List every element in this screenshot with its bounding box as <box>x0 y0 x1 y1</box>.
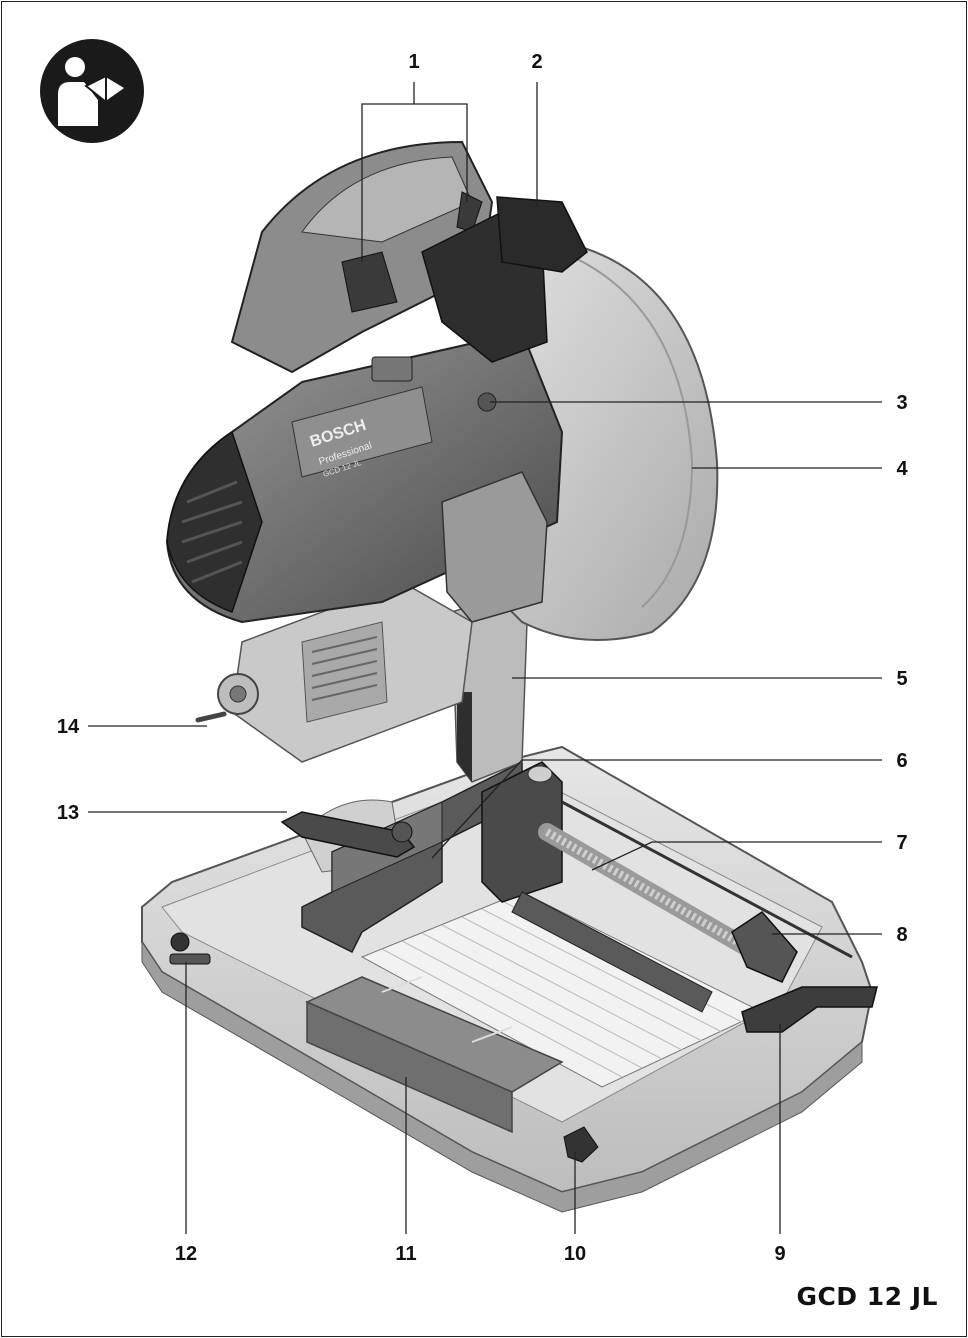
callout-7: 7 <box>896 832 907 854</box>
handle-assembly <box>230 140 588 382</box>
locking-knob-front <box>563 1126 599 1163</box>
read-manual-icon <box>40 39 144 143</box>
locking-knob-side <box>169 932 211 965</box>
callout-1: 1 <box>408 51 419 73</box>
support-column <box>451 591 528 783</box>
model-designation: GCD 12 JL <box>796 1282 938 1311</box>
cutting-table <box>360 891 764 1088</box>
callout-labels: 1 2 3 4 5 6 7 8 9 10 11 12 13 14 <box>57 51 909 1265</box>
miter-lock-lever <box>280 811 416 858</box>
base-extension <box>305 976 564 1134</box>
callout-leaders <box>88 82 882 1234</box>
callout-5: 5 <box>896 668 907 690</box>
callout-13: 13 <box>57 802 79 824</box>
quick-release-lever <box>731 911 878 1033</box>
callout-2: 2 <box>531 51 542 73</box>
callout-3: 3 <box>896 392 907 414</box>
callout-11: 11 <box>395 1243 416 1265</box>
callout-10: 10 <box>564 1243 586 1265</box>
pivot-arm <box>195 581 473 763</box>
callout-4: 4 <box>896 458 908 480</box>
callout-14: 14 <box>57 716 80 738</box>
motor-housing: BOSCH Professional GCD 12 JL <box>165 330 564 624</box>
callout-9: 9 <box>774 1243 785 1265</box>
callout-6: 6 <box>896 750 907 772</box>
callout-12: 12 <box>175 1243 197 1265</box>
callout-8: 8 <box>896 924 907 946</box>
vise-assembly <box>481 761 853 1013</box>
